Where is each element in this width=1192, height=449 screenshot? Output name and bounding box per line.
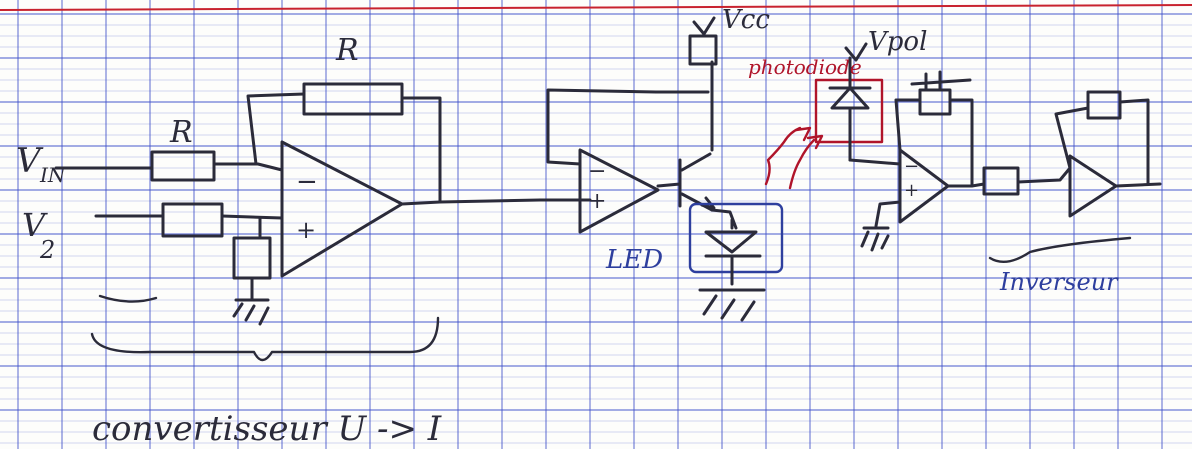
resistor-v2 (161, 202, 224, 238)
ground-led (698, 288, 766, 322)
wire-receiver-feedback (894, 98, 986, 188)
wire-converter-output (400, 198, 592, 206)
label-vpol: Vpol (868, 27, 927, 57)
label-vin: V (16, 141, 44, 181)
converter-stage: − + V IN V 2 R R convertisseur U -> I (16, 33, 592, 449)
wire-v2 (94, 214, 284, 220)
photodiode-symbol (828, 56, 872, 162)
inverter-stage: Inverseur (982, 90, 1162, 296)
opamp-converter (280, 140, 404, 278)
wire-vin (54, 162, 284, 172)
opamp-driver (578, 148, 660, 234)
label-v2-subscript: 2 (39, 236, 55, 264)
wire-inverter-feedback (1054, 98, 1162, 188)
opamp-driver-plus: + (588, 189, 606, 214)
label-vcc: Vcc (722, 5, 770, 35)
light-ray-1 (764, 126, 802, 186)
transistor-npn (656, 152, 714, 212)
opamp-converter-minus: − (296, 167, 318, 197)
opamp-receiver (898, 148, 950, 224)
label-r-feedback: R (335, 33, 359, 68)
wire-inverter-input (1016, 166, 1072, 184)
wire-driver-feedback (546, 88, 710, 166)
receiver-stage: Vpol photodiode − + (748, 27, 986, 252)
converter-caption: convertisseur U -> I (92, 409, 442, 449)
ground-receiver (848, 158, 902, 252)
light-ray-arrows (794, 126, 824, 150)
resistor-receiver-feedback (918, 88, 952, 116)
label-photodiode: photodiode (748, 55, 862, 79)
label-v2: V (22, 206, 48, 244)
resistor-vcc (688, 34, 718, 66)
resistor-feedback (302, 82, 404, 116)
vcc-terminal (692, 16, 716, 36)
resistor-inverter-feedback (1086, 90, 1122, 120)
resistor-ground (232, 236, 272, 280)
brace-converter (90, 316, 440, 362)
opamp-receiver-minus: − (904, 156, 919, 177)
opamp-receiver-plus: + (904, 180, 919, 201)
opamp-driver-minus: − (588, 159, 606, 184)
label-vin-subscript: IN (39, 163, 67, 187)
led-highlight-box (688, 202, 784, 274)
wire-feedback (246, 92, 442, 204)
opamp-inverter (1068, 154, 1118, 218)
margin-line (0, 4, 1192, 11)
brace-small (98, 294, 158, 303)
transistor-emitter-arrow (700, 196, 716, 210)
label-led: LED (605, 245, 663, 275)
inverter-caption: Inverseur (999, 268, 1119, 296)
led-symbol (704, 218, 762, 286)
light-ray-2 (788, 138, 816, 190)
vpol-terminal (844, 42, 868, 62)
resistor-input (150, 150, 216, 182)
brace-inverter (988, 236, 1132, 264)
label-r-input: R (169, 115, 193, 150)
opamp-converter-plus: + (296, 216, 316, 244)
wire-collector-emitter (710, 60, 738, 230)
ground-converter (232, 216, 270, 326)
led-driver-stage: − + Vcc LED (546, 5, 824, 322)
capacitor-receiver (910, 70, 972, 92)
